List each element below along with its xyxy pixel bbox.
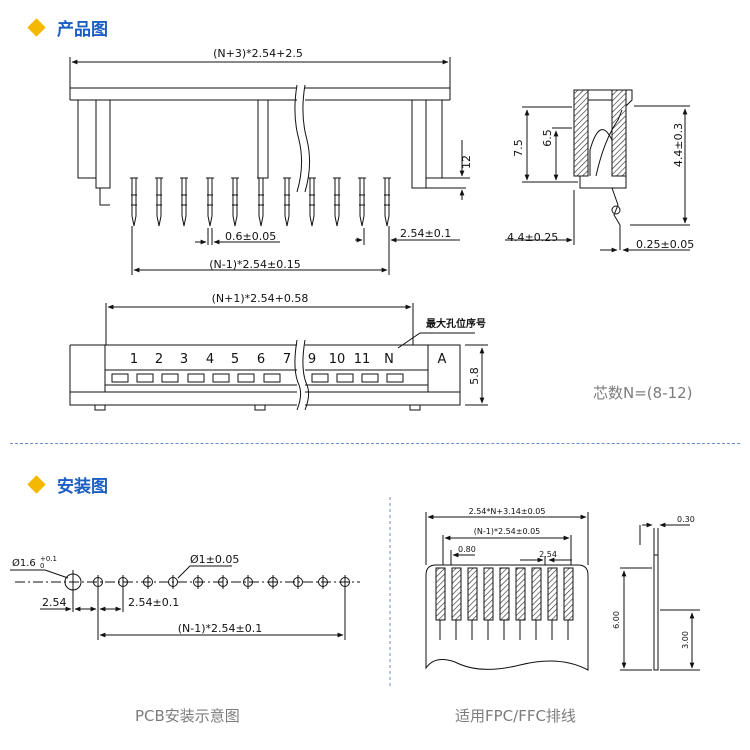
pin [180, 177, 188, 227]
front-view [69, 303, 488, 411]
big-hole-tol-upper: +0.1 [40, 555, 57, 563]
product-section-title: 产品图 [57, 20, 108, 40]
pin [257, 177, 265, 227]
pin-label-2: 2 [155, 352, 163, 367]
pin-label-3: 3 [180, 352, 188, 367]
side-view [505, 89, 690, 253]
pcb-span-label: (N-1)*2.54±0.1 [178, 622, 262, 635]
big-hole-label: Ø1.6 [12, 557, 36, 569]
fpc-thickness-label: 0.30 [677, 515, 695, 524]
pin [283, 177, 291, 227]
big-hole-tol-lower: 0 [40, 562, 44, 570]
fpc-gap-label: 0.80 [458, 545, 476, 554]
pin [155, 177, 163, 227]
pcb-offset-label: 2.54 [42, 596, 67, 609]
pin-pitch-label: 2.54±0.1 [400, 227, 451, 240]
front-width-label: (N+1)*2.54+0.58 [212, 292, 309, 305]
pcb-layout [10, 565, 360, 640]
pin [383, 177, 391, 227]
pin [206, 177, 214, 227]
install-section-header: 安装图 [27, 472, 108, 497]
pin [130, 177, 138, 227]
front-height-label: 5.8 [468, 367, 481, 385]
pin [358, 177, 366, 227]
pin-label-6: 6 [257, 352, 265, 367]
section-divider [10, 443, 740, 444]
pin-label-11: 11 [354, 352, 371, 367]
side-h1-label: 7.5 [512, 139, 525, 157]
pin-label-7: 7 [283, 352, 291, 367]
product-section-header: 产品图 [27, 15, 108, 40]
install-section-title: 安装图 [57, 477, 108, 497]
pin-label-4: 4 [206, 352, 214, 367]
side-depth-label: 4.4±0.25 [507, 231, 558, 244]
max-hole-note: 最大孔位序号 [426, 317, 486, 330]
small-hole-label: Ø1±0.05 [190, 553, 239, 566]
fpc-caption: 适用FPC/FFC排线 [455, 707, 576, 725]
height-12-label: 12 [460, 155, 473, 169]
pin-label-5: 5 [231, 352, 239, 367]
core-count-label: 芯数N=(8-12) [593, 384, 693, 402]
side-h3-label: 4.4±0.3 [672, 123, 685, 167]
fpc-length-label: 6.00 [612, 611, 621, 629]
pin-row [130, 177, 460, 275]
fpc-pitch-label: 2.54 [539, 550, 557, 559]
overall-dim-label: (N+3)*2.54+2.5 [213, 47, 303, 60]
pin-label-n: N [384, 352, 394, 367]
pin-label-1: 1 [130, 352, 138, 367]
pcb-caption: PCB安装示意图 [135, 707, 240, 725]
pcb-pitch-label: 2.54±0.1 [128, 596, 179, 609]
fpc-span-label: (N-1)*2.54±0.05 [474, 527, 541, 536]
side-thickness-label: 0.25±0.05 [636, 238, 694, 251]
fpc-stiff-label: 3.00 [681, 631, 690, 649]
top-view [69, 57, 470, 206]
pin [231, 177, 239, 227]
side-mark-a: A [438, 352, 447, 367]
pin-span-label: (N-1)*2.54±0.15 [209, 258, 300, 271]
pin-label-10: 10 [329, 352, 346, 367]
fpc-drawing [425, 512, 700, 671]
side-h2-label: 6.5 [541, 129, 554, 147]
front-contact-row [111, 373, 404, 383]
pin-width-label: 0.6±0.05 [225, 230, 276, 243]
fpc-width-label: 2.54*N+3.14±0.05 [469, 507, 546, 516]
pin [333, 177, 341, 227]
pin-label-9: 9 [308, 352, 316, 367]
pin [308, 177, 316, 227]
